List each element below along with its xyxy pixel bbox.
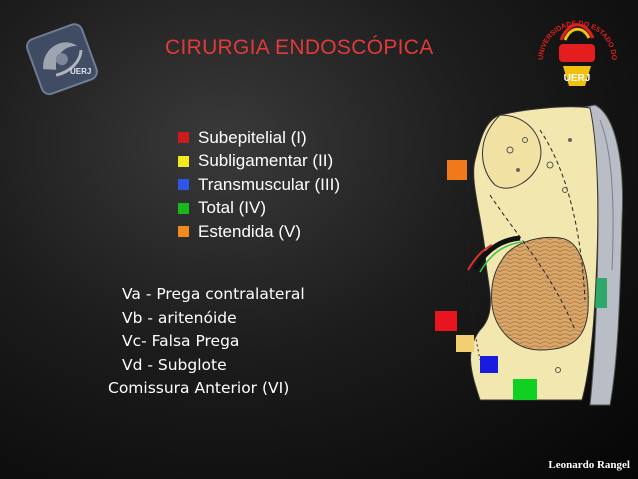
marker-yellow (456, 335, 474, 352)
subtype-item: Comissura Anterior (VI) (108, 379, 290, 397)
subtype-item: Vb - aritenóide (122, 308, 237, 327)
legend-swatch (178, 155, 189, 167)
uerj-logo: UERJ UNIVERSIDADE DO ESTADO DO RIO DE JA… (522, 5, 630, 110)
marker-blue (480, 356, 498, 373)
left-logo: UERJ (12, 12, 114, 112)
subtype-item: Vd - Subglote (122, 355, 227, 374)
legend-item: Subepitelial (I) (178, 126, 340, 150)
subtype-item: Va - Prega contralateral (122, 285, 305, 303)
approach-legend: Subepitelial (I) Subligamentar (II) Tran… (178, 126, 340, 244)
legend-swatch (178, 179, 189, 191)
legend-item: Estendida (V) (178, 220, 340, 244)
marker-orange (447, 160, 467, 180)
uerj-logo-text: UERJ (564, 73, 591, 84)
legend-item: Subligamentar (II) (178, 150, 340, 174)
marker-red (435, 311, 457, 331)
subtype-list: Va - Prega contralateral Vb - aritenóide… (108, 283, 305, 401)
legend-swatch (178, 226, 189, 238)
legend-item: Total (IV) (178, 197, 340, 221)
marker-green (513, 379, 537, 400)
vocal-fold-diagram (440, 100, 630, 410)
legend-label: Transmuscular (III) (198, 174, 341, 194)
legend-label: Subepitelial (I) (198, 127, 307, 147)
legend-swatch (178, 202, 189, 214)
legend-label: Subligamentar (II) (198, 151, 334, 171)
legend-swatch (178, 132, 189, 144)
slide-title: CIRURGIA ENDOSCÓPICA (165, 36, 434, 59)
legend-label: Estendida (V) (198, 221, 301, 241)
subtype-item: Vc- Falsa Prega (122, 332, 240, 350)
author-credit: Leonardo Rangel (548, 459, 630, 471)
legend-item: Transmuscular (III) (178, 173, 340, 197)
legend-label: Total (IV) (198, 198, 267, 218)
left-logo-text: UERJ (70, 67, 91, 76)
